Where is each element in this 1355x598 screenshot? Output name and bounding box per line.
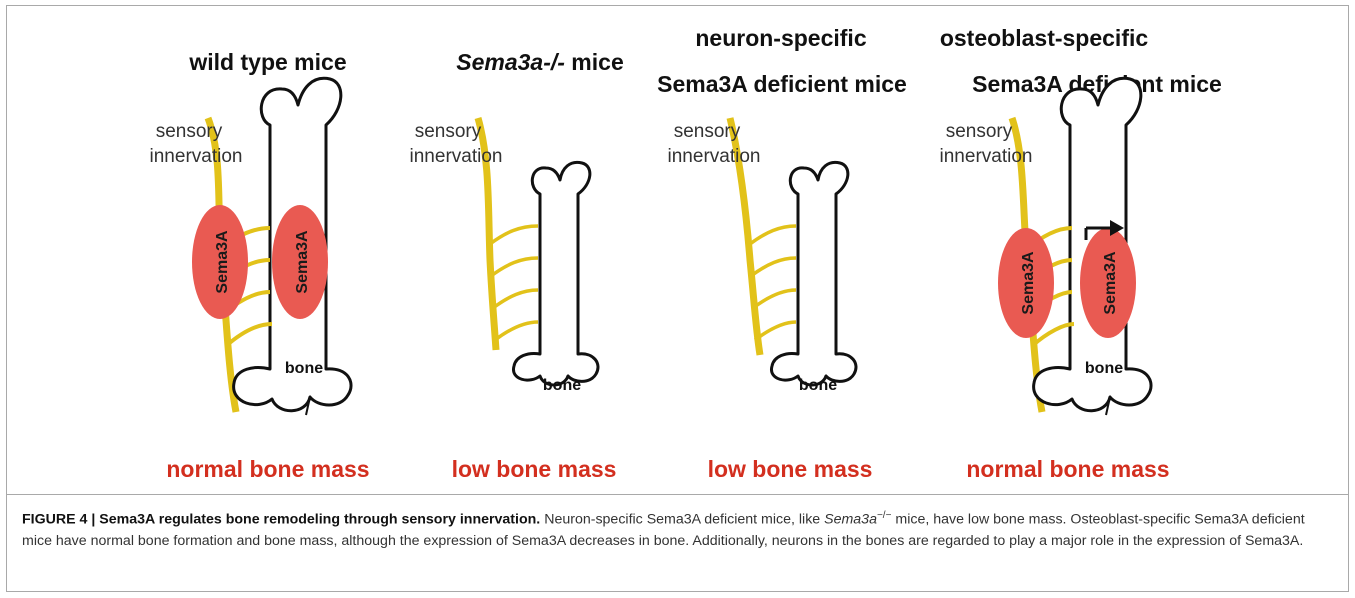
figure-caption: FIGURE 4 | Sema3A regulates bone remodel… [22,505,1332,552]
sema3a-label: Sema3A [1102,251,1119,315]
bone-mass-label: low bone mass [708,456,873,482]
bone-label: bone [543,377,581,394]
panel-title-line-2: Sema3A deficient mice [972,71,1222,97]
panel-title-line-1: neuron-specific [695,25,866,51]
sensory-label: sensory [156,121,223,142]
bone-mass-label: low bone mass [452,456,617,482]
bone-label: bone [799,377,837,394]
panel-wild-type: wild type mice Sema3A Sema3A sensory inn… [150,49,370,482]
innervation-label: innervation [940,146,1033,167]
panel-title: Sema3a-/- mice [456,49,624,75]
sensory-label: sensory [415,121,482,142]
caption-text-1: Neuron-specific Sema3A deficient mice, l… [540,512,824,528]
caption-label: FIGURE 4 | Sema3A regulates bone remodel… [22,512,540,528]
panel-osteoblast-specific: osteoblast-specific Sema3A deficient mic… [940,25,1222,482]
bone-label: bone [1085,360,1123,377]
bone-shape [771,162,856,385]
caption-italic-gene: Sema3a [824,512,877,528]
panel-sema3a-knockout: Sema3a-/- mice sensory innervation bone … [410,49,624,482]
bone-label: bone [285,360,323,377]
innervation-label: innervation [668,146,761,167]
sema3a-label: Sema3A [214,230,231,294]
innervation-label: innervation [150,146,243,167]
sensory-label: sensory [946,121,1013,142]
sensory-label: sensory [674,121,741,142]
innervation-label: innervation [410,146,503,167]
sema3a-label: Sema3A [294,230,311,294]
figure-illustration: wild type mice Sema3A Sema3A sensory inn… [0,0,1355,495]
caption-superscript: −/− [877,510,891,521]
bone-mass-label: normal bone mass [166,456,369,482]
panel-title-line-2: Sema3A deficient mice [657,71,907,97]
bone-shape [513,162,598,385]
caption-divider [6,494,1349,495]
bone-mass-label: normal bone mass [966,456,1169,482]
panel-neuron-specific: neuron-specific Sema3A deficient mice se… [657,25,907,482]
sema3a-label: Sema3A [1020,251,1037,315]
panel-title: wild type mice [188,49,346,75]
panel-title-line-1: osteoblast-specific [940,25,1149,51]
